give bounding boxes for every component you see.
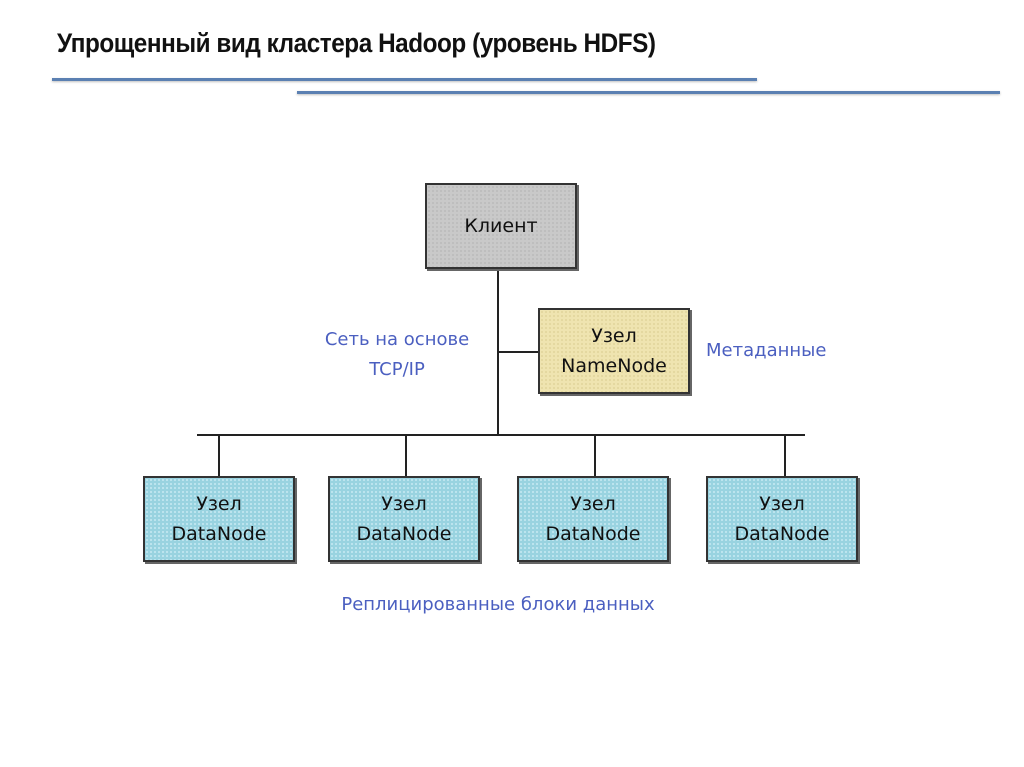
namenode: Узел NameNode: [538, 308, 690, 394]
datanode-line1: Узел: [759, 493, 805, 515]
datanode-connector: [784, 435, 786, 476]
datanode: Узел DataNode: [706, 476, 858, 562]
datanode: Узел DataNode: [143, 476, 295, 562]
datanode-connector: [218, 435, 220, 476]
title-rule-top: [52, 78, 757, 81]
datanode-line2: DataNode: [356, 523, 452, 545]
datanode: Узел DataNode: [328, 476, 480, 562]
datanode: Узел DataNode: [517, 476, 669, 562]
network-label: Сеть на основе TCP/IP: [300, 325, 494, 385]
metadata-label: Метаданные: [706, 340, 827, 361]
namenode-connector: [498, 351, 538, 353]
network-label-line1: Сеть на основе: [324, 329, 470, 350]
datanode-connector: [594, 435, 596, 476]
datanode-line2: DataNode: [734, 523, 830, 545]
datanode-line1: Узел: [381, 493, 427, 515]
client-label: Клиент: [464, 215, 538, 237]
client-node: Клиент: [425, 183, 577, 269]
slide-title: Упрощенный вид кластера Hadoop (уровень …: [57, 28, 656, 58]
namenode-line2: NameNode: [561, 355, 667, 377]
title-rule-bottom: [297, 91, 1000, 94]
datanode-line1: Узел: [570, 493, 616, 515]
datanode-line2: DataNode: [171, 523, 267, 545]
network-label-line2: TCP/IP: [369, 359, 425, 380]
datanode-line2: DataNode: [545, 523, 641, 545]
datanode-connector: [405, 435, 407, 476]
namenode-line1: Узел: [591, 325, 637, 347]
network-bus: [197, 434, 805, 436]
datanode-line1: Узел: [196, 493, 242, 515]
replicated-blocks-label: Реплицированные блоки данных: [341, 594, 655, 615]
